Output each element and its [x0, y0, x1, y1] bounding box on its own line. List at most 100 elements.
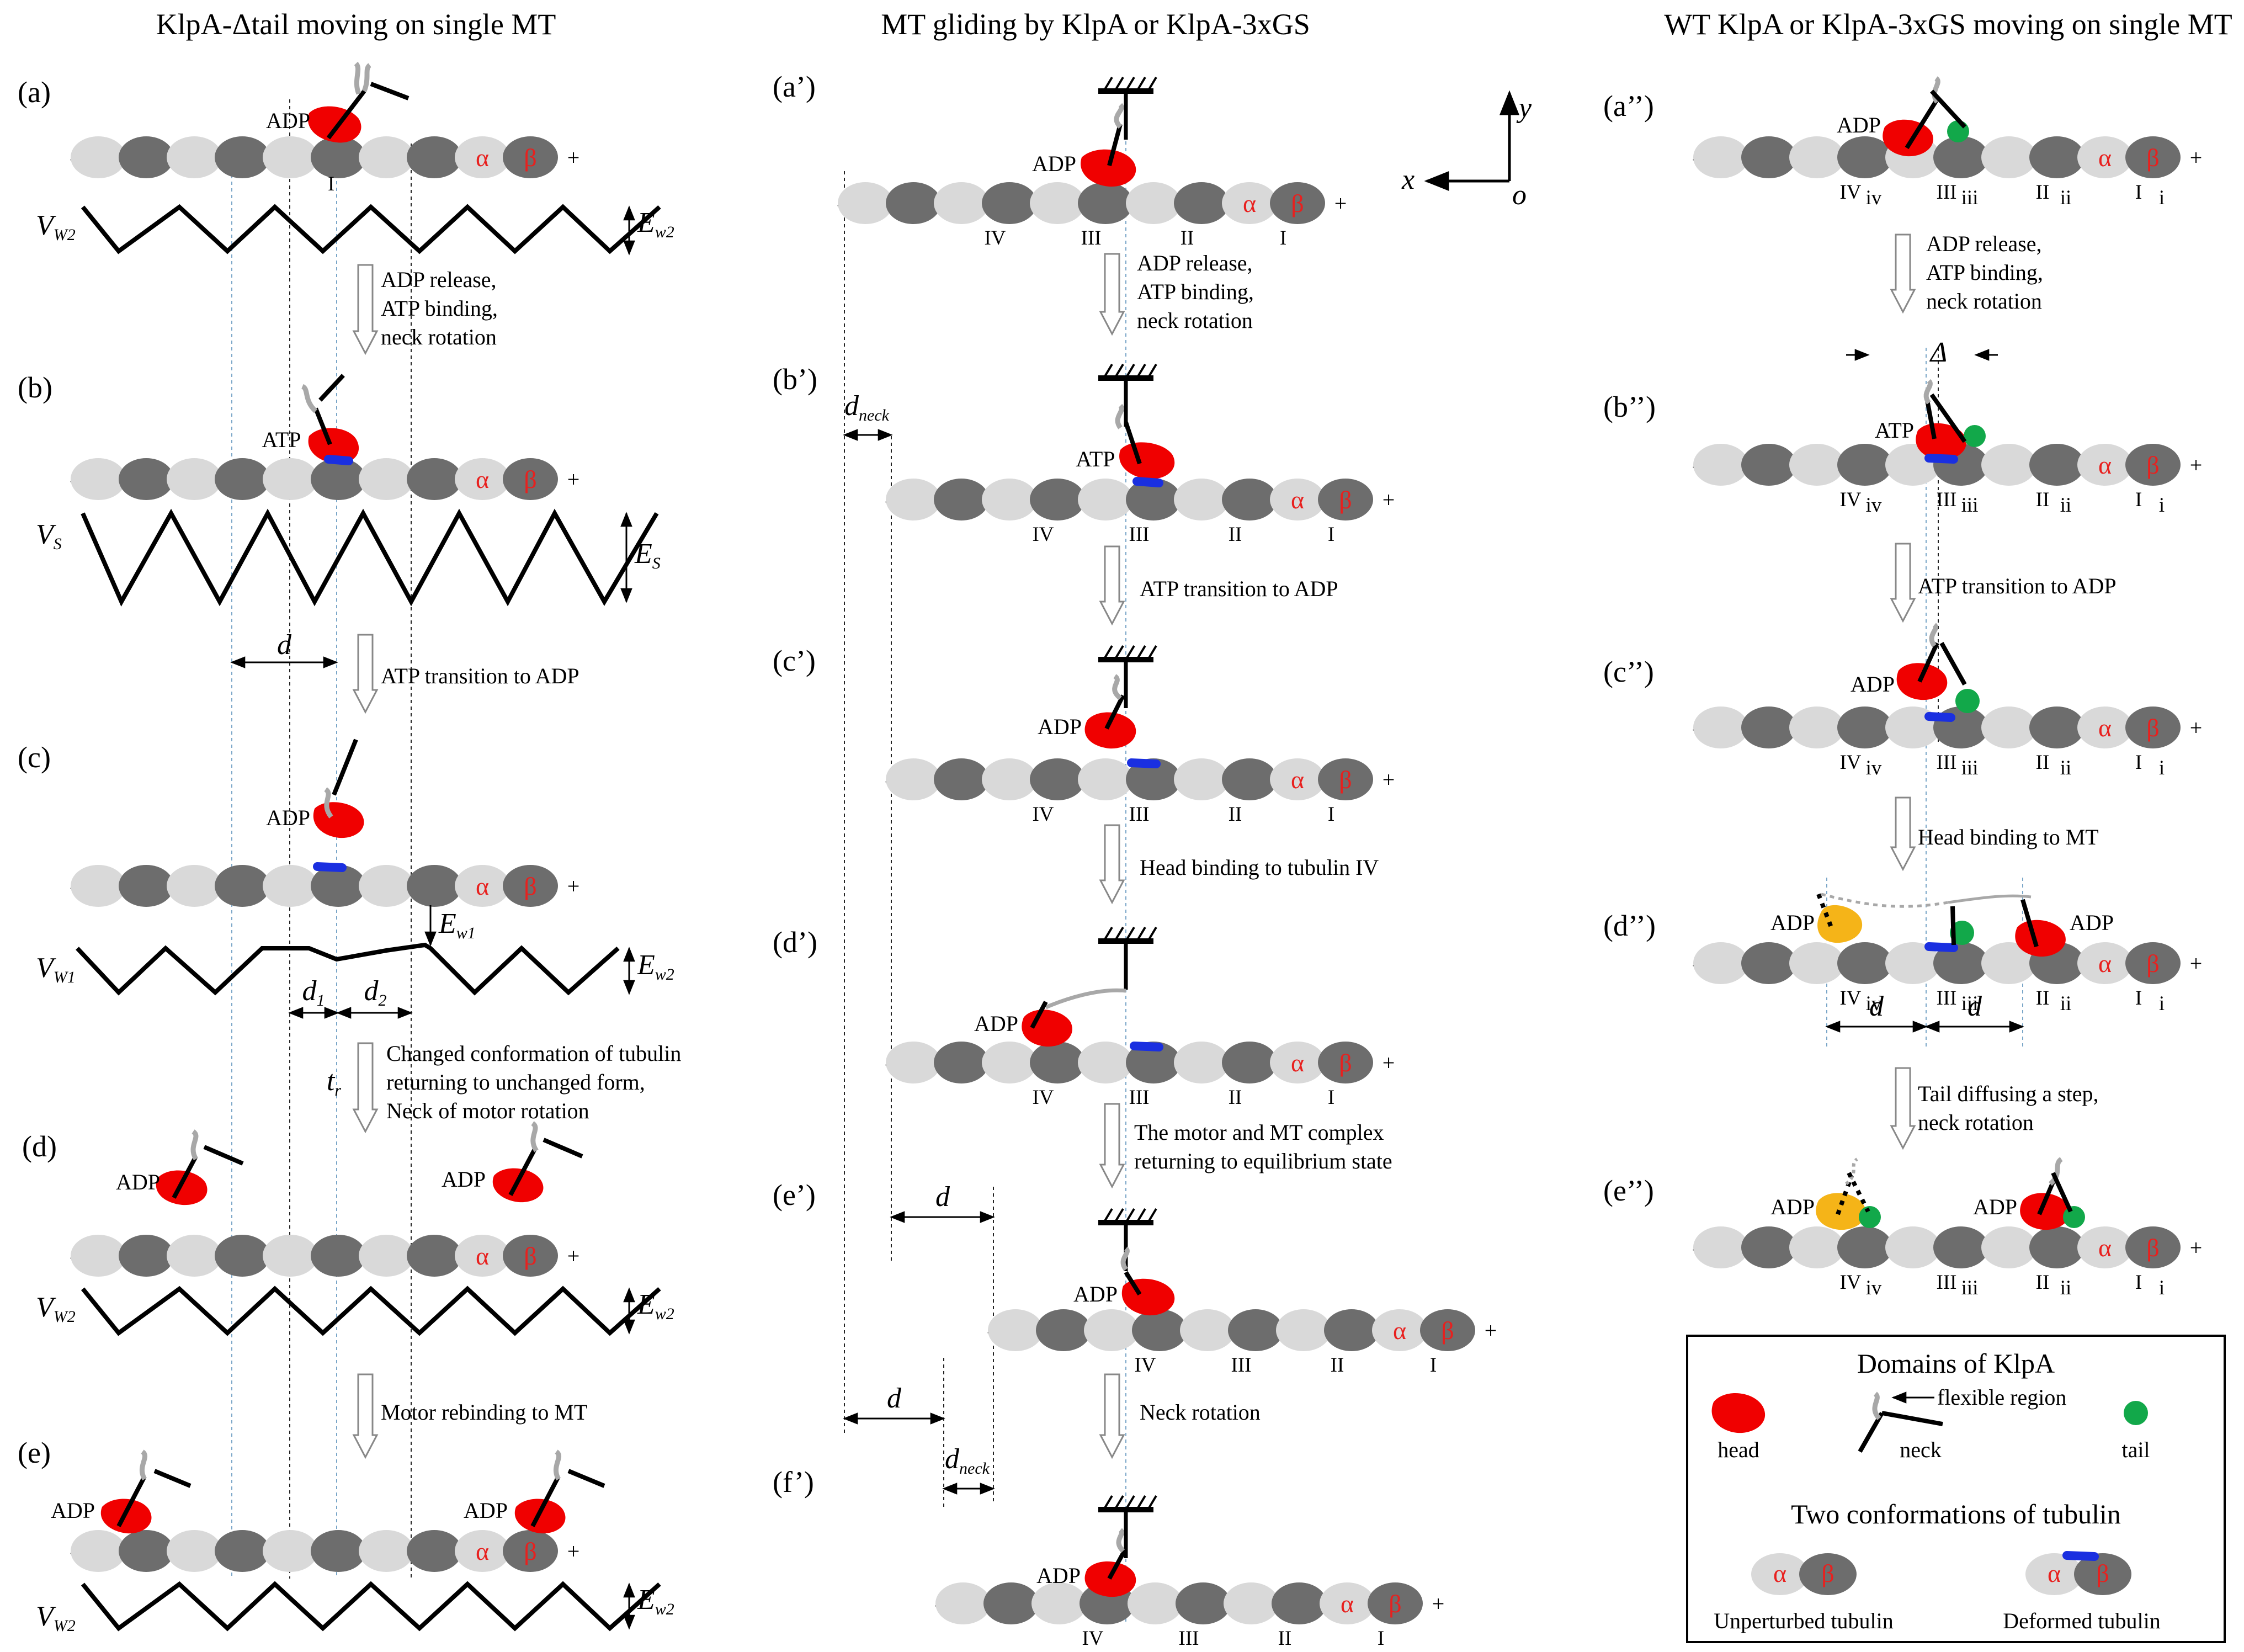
tubulin-monomer	[1174, 758, 1229, 800]
site-number-lower: iii	[1961, 992, 1979, 1015]
microtubule: –αβ+	[70, 865, 579, 907]
site-number: II	[2036, 488, 2050, 511]
beta-label: β	[1339, 766, 1352, 794]
beta-label: β	[1339, 1049, 1352, 1077]
legend-neck: neck	[1900, 1437, 1942, 1462]
tubulin-monomer	[359, 1235, 414, 1277]
tubulin-monomer	[2125, 1226, 2181, 1268]
microtubule: –αβ+	[70, 1235, 579, 1277]
surface-anchored-motor: ADP ATP ADP	[974, 76, 1175, 1597]
svg-text:ATP: ATP	[1076, 447, 1115, 471]
tubulin-monomer	[1030, 479, 1085, 520]
svg-text:dneck: dneck	[945, 1443, 990, 1478]
head-icon	[1711, 1393, 1766, 1433]
tubulin-monomer	[934, 1042, 989, 1083]
tubulin-monomer	[1420, 1309, 1475, 1351]
process-arrow	[1099, 824, 1125, 905]
svg-text:β: β	[2096, 1559, 2109, 1587]
site-number: II	[1331, 1354, 1344, 1377]
plus-end-label: +	[2190, 453, 2203, 477]
microtubule: –αβ+	[70, 458, 579, 500]
process-arrow	[1890, 1067, 1916, 1150]
alpha-label: α	[2098, 714, 2112, 742]
tubulin-monomer	[1885, 942, 1940, 984]
tubulin-monomer	[263, 136, 318, 178]
tubulin-monomer	[215, 136, 270, 178]
svg-text:ADP release,: ADP release,	[1926, 231, 2042, 256]
tubulin-monomer	[886, 758, 941, 800]
site-number-lower: iii	[1961, 1277, 1979, 1299]
plus-end-label: +	[1485, 1318, 1497, 1343]
tubulin-monomer	[1837, 444, 1892, 486]
motor-head: ATP	[262, 374, 359, 465]
plus-end-label: +	[1432, 1591, 1445, 1616]
tubulin-monomer	[503, 1530, 558, 1572]
tubulin-monomer	[359, 136, 414, 178]
site-number-lower: i	[2159, 494, 2165, 517]
tubulin-monomer	[1933, 1226, 1988, 1268]
site-number-lower: iv	[1866, 757, 1882, 779]
tubulin-monomer	[1030, 758, 1085, 800]
tubulin-monomer	[1078, 182, 1133, 224]
plus-end-label: +	[1334, 191, 1347, 216]
site-number: II	[2036, 751, 2050, 774]
process-arrow	[352, 264, 379, 355]
svg-text:returning to equilibrium state: returning to equilibrium state	[1134, 1149, 1392, 1173]
tubulin-monomer	[1981, 707, 2036, 748]
tubulin-monomer	[1084, 1309, 1139, 1351]
alpha-label: α	[476, 144, 489, 172]
svg-text:y: y	[1516, 92, 1532, 124]
tubulin-monomer	[455, 1530, 510, 1572]
site-number: IV	[1082, 1627, 1103, 1650]
site-number: II	[2036, 1271, 2050, 1294]
potential-label: VS	[36, 519, 62, 553]
tubulin-monomer	[359, 865, 414, 907]
site-number: III	[1129, 523, 1150, 546]
guide-lines	[844, 88, 1126, 1623]
legend-head: head	[1717, 1437, 1759, 1462]
tubulin-monomer	[311, 458, 366, 500]
svg-text:ADP: ADP	[2070, 910, 2114, 935]
tubulin-monomer	[71, 458, 126, 500]
tubulin-monomer	[2125, 942, 2181, 984]
plus-end-label: +	[2190, 715, 2203, 740]
tubulin-monomer	[1128, 1582, 1183, 1624]
plus-end-label: +	[567, 145, 580, 170]
panel-label: (d)	[22, 1130, 57, 1163]
process-arrow	[1099, 253, 1125, 336]
panel-label: (a’’)	[1603, 89, 1654, 123]
svg-text:ATP: ATP	[1875, 418, 1914, 443]
svg-text:ADP: ADP	[1032, 151, 1076, 176]
site-number: I	[1430, 1354, 1437, 1377]
site-number: III	[1081, 227, 1102, 249]
svg-text:ATP transition to ADP: ATP transition to ADP	[1918, 573, 2117, 598]
tubulin-monomer	[1270, 479, 1325, 520]
nucleotide-label: ADP	[51, 1498, 95, 1523]
panel-label: (b’’)	[1603, 390, 1656, 423]
tubulin-monomer	[167, 458, 222, 500]
tubulin-monomer	[1789, 707, 1844, 748]
tubulin-monomer	[1693, 444, 1748, 486]
site-number-lower: iv	[1866, 187, 1882, 209]
tubulin-monomer	[982, 182, 1037, 224]
tubulin-monomer	[1693, 942, 1748, 984]
site-number: II	[1229, 803, 1242, 826]
beta-label: β	[524, 1537, 536, 1565]
tubulin-monomer	[1981, 942, 2036, 984]
step-text: ADP release, ATP binding, neck rotation …	[381, 267, 681, 1425]
alpha-label: α	[1341, 1590, 1354, 1618]
site-number: I	[1328, 803, 1334, 826]
tubulin-monomer	[886, 182, 941, 224]
tubulin-monomer	[119, 136, 174, 178]
site-number: I	[1378, 1627, 1384, 1650]
tubulin-monomer	[934, 479, 989, 520]
plus-end-label: +	[2190, 145, 2203, 170]
tubulin-monomer	[1837, 136, 1892, 178]
tubulin-monomer	[1224, 1582, 1279, 1624]
svg-text:ADP release,: ADP release,	[1137, 251, 1253, 275]
site-number: I	[1280, 227, 1286, 249]
tubulin-monomer	[71, 1530, 126, 1572]
tubulin-monomer	[503, 458, 558, 500]
